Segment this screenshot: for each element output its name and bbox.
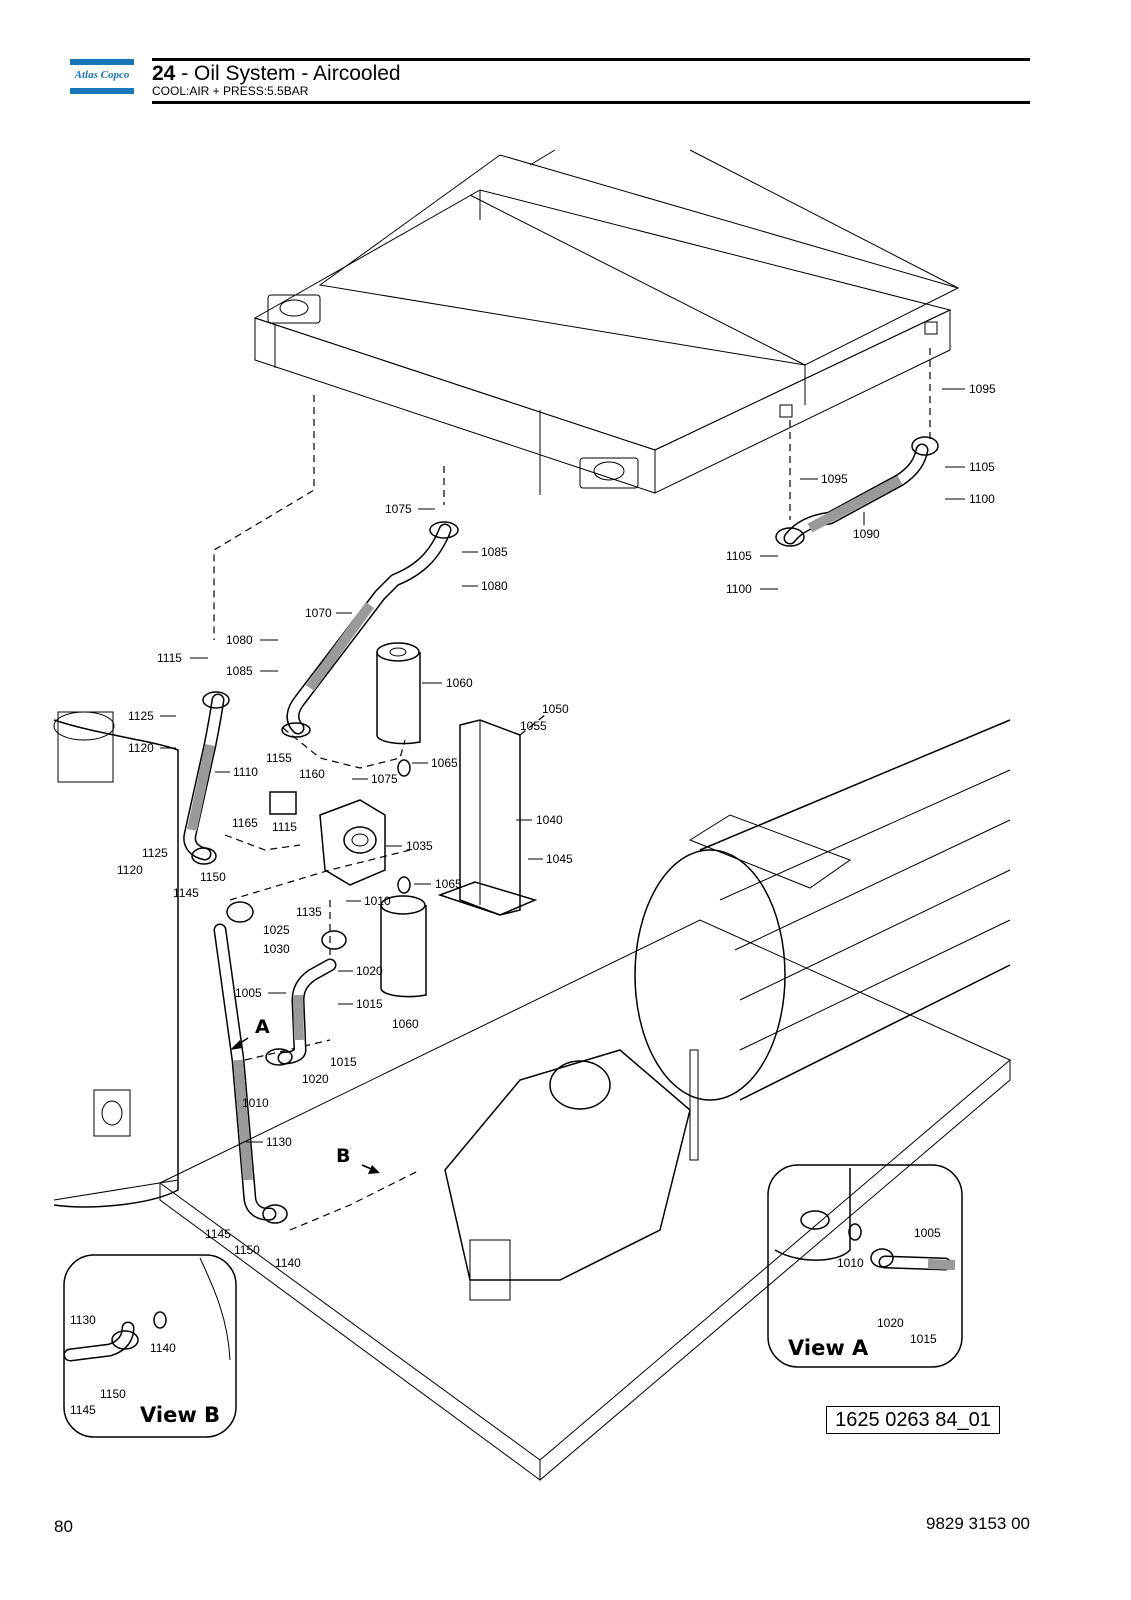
section-number: 24	[152, 62, 176, 85]
callout-1010-bottom: 1010	[242, 1096, 269, 1110]
view-a-callout-1015: 1015	[910, 1332, 937, 1346]
callout-1065-bottom: 1065	[435, 877, 462, 891]
view-a-callout-1020: 1020	[877, 1316, 904, 1330]
view-b-callout-1150: 1150	[100, 1387, 126, 1401]
view-b-letter: B	[336, 1145, 350, 1167]
callout-1075-top: 1075	[385, 502, 412, 516]
document-number: 9829 3153 00	[926, 1514, 1030, 1533]
view-b-callout-1145: 1145	[70, 1403, 96, 1417]
callout-1015-bottom: 1015	[330, 1055, 357, 1069]
callout-1080-top: 1080	[481, 579, 508, 593]
callout-1115-mid: 1115	[272, 820, 297, 834]
view-arrows: A B	[230, 1016, 380, 1174]
callout-1095-mid: 1095	[821, 472, 848, 486]
logo-wordmark: Atlas Copco	[74, 69, 130, 81]
header-rule-bottom	[152, 101, 1030, 104]
callout-1055: 1055	[520, 719, 547, 733]
callout-1125-top: 1125	[128, 709, 154, 723]
detail-view-a: View A	[767, 1164, 963, 1368]
detail-view-b: View B	[63, 1254, 237, 1438]
section-title: - Oil System - Aircooled	[175, 62, 401, 85]
callout-1085-top: 1085	[481, 545, 508, 559]
header-rule-top	[152, 58, 1030, 61]
flanges	[191, 436, 939, 1224]
callout-1150-bottom: 1150	[234, 1243, 260, 1257]
callout-1125-mid: 1125	[142, 846, 168, 860]
oil-pipes	[183, 443, 929, 1221]
callout-1120-mid: 1120	[117, 863, 143, 877]
page-number: 80	[54, 1517, 73, 1536]
callout-1115-top: 1115	[157, 651, 182, 665]
view-a-letter: A	[255, 1016, 270, 1038]
callout-1080-mid: 1080	[226, 633, 253, 647]
callout-1135: 1135	[296, 905, 322, 919]
view-a-callout-1010: 1010	[837, 1256, 864, 1270]
view-a-label: View A	[788, 1336, 869, 1360]
valve-block	[269, 791, 386, 886]
callout-1105-left: 1105	[726, 549, 752, 563]
view-b-callout-1140: 1140	[150, 1341, 176, 1355]
view-b-callout-1130: 1130	[70, 1313, 96, 1327]
callout-1110: 1110	[233, 765, 258, 779]
callout-1015-top: 1015	[356, 997, 383, 1011]
callout-1070: 1070	[305, 606, 332, 620]
compressor-element	[444, 1049, 699, 1301]
callout-1145-bottom: 1145	[205, 1227, 231, 1241]
callout-1155: 1155	[266, 751, 292, 765]
callout-1095-top: 1095	[969, 382, 996, 396]
callout-1150-top: 1150	[200, 870, 226, 884]
logo-bar-top	[70, 59, 134, 65]
callout-1085-mid: 1085	[226, 664, 253, 678]
callout-1100-left: 1100	[726, 582, 752, 596]
drawing-code: 1625 0263 84_01	[826, 1406, 1000, 1434]
callout-1010-top: 1010	[364, 894, 391, 908]
callout-1100-right: 1100	[969, 492, 995, 506]
callout-1075-mid: 1075	[371, 772, 398, 786]
callout-1065-top: 1065	[431, 756, 458, 770]
callout-1030: 1030	[263, 942, 290, 956]
callout-1165: 1165	[232, 816, 258, 830]
page-subtitle: COOL:AIR + PRESS:5.5BAR	[152, 84, 309, 98]
callout-1025: 1025	[263, 923, 290, 937]
callout-1140: 1140	[275, 1256, 301, 1270]
oil-cooler	[253, 149, 960, 495]
base-frame	[159, 919, 1011, 1482]
callout-1020-bottom: 1020	[302, 1072, 329, 1086]
filter-bracket	[437, 719, 538, 916]
callout-1120-top: 1120	[128, 741, 154, 755]
page-title: 24 - Oil System - Aircooled	[152, 63, 401, 85]
logo-bar-bottom	[70, 88, 134, 94]
oil-filters	[376, 642, 427, 998]
callout-1045: 1045	[546, 852, 573, 866]
electric-motor	[634, 719, 1011, 1101]
callout-1090: 1090	[853, 527, 880, 541]
atlas-copco-logo: Atlas Copco	[70, 59, 134, 94]
callout-1130: 1130	[266, 1135, 292, 1149]
callout-1105-right: 1105	[969, 460, 995, 474]
callout-1020-top: 1020	[356, 964, 383, 978]
view-b-label: View B	[140, 1403, 220, 1427]
callout-1160: 1160	[299, 767, 325, 781]
assembly-guide-lines	[213, 348, 931, 1231]
part-callouts: 1095 1105 1100 1095 1090 1105 1100 1075 …	[70, 382, 996, 1417]
callout-1145-top: 1145	[173, 886, 199, 900]
oil-separator-vessel	[53, 711, 179, 1208]
callout-1050: 1050	[542, 702, 569, 716]
callout-1035: 1035	[406, 839, 433, 853]
callout-1040: 1040	[536, 813, 563, 827]
callout-1005: 1005	[235, 986, 262, 1000]
view-a-callout-1005: 1005	[914, 1226, 941, 1240]
callout-1060-top: 1060	[446, 676, 473, 690]
callout-1060-bottom: 1060	[392, 1017, 419, 1031]
